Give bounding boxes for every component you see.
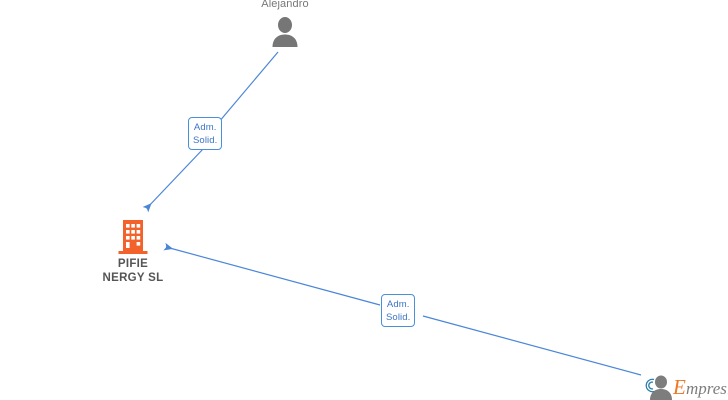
edge-label-adm-solid-1[interactable]: Adm. Solid.	[188, 117, 223, 150]
edge-label-line-1: Adm.	[386, 299, 410, 310]
company-label-line-1: PIFIE	[117, 258, 149, 270]
edge-segment-upper	[212, 51, 279, 130]
node-company-pifie-nergy-sl[interactable]: PIFIE NERGY SL	[68, 220, 198, 285]
edge-label-line-2: Solid.	[386, 312, 411, 323]
person-node-label: Alejandro	[261, 0, 309, 10]
edge-offscreen-to-company[interactable]	[163, 242, 642, 376]
edge-segment-right	[422, 315, 642, 376]
company-label-line-2: NERGY SL	[102, 272, 164, 284]
edge-person-to-company[interactable]	[142, 51, 279, 213]
building-icon	[118, 220, 148, 254]
edge-label-line-2: Solid.	[193, 135, 218, 146]
node-person-alejandro[interactable]: Alejandro	[225, 0, 345, 47]
edge-label-adm-solid-2[interactable]: Adm. Solid.	[381, 294, 416, 327]
person-icon	[272, 17, 298, 47]
company-node-label: PIFIE NERGY SL	[68, 257, 198, 285]
edge-segment-left	[163, 242, 381, 306]
edge-segment-lower	[142, 147, 205, 213]
edge-label-line-1: Adm.	[193, 122, 217, 133]
